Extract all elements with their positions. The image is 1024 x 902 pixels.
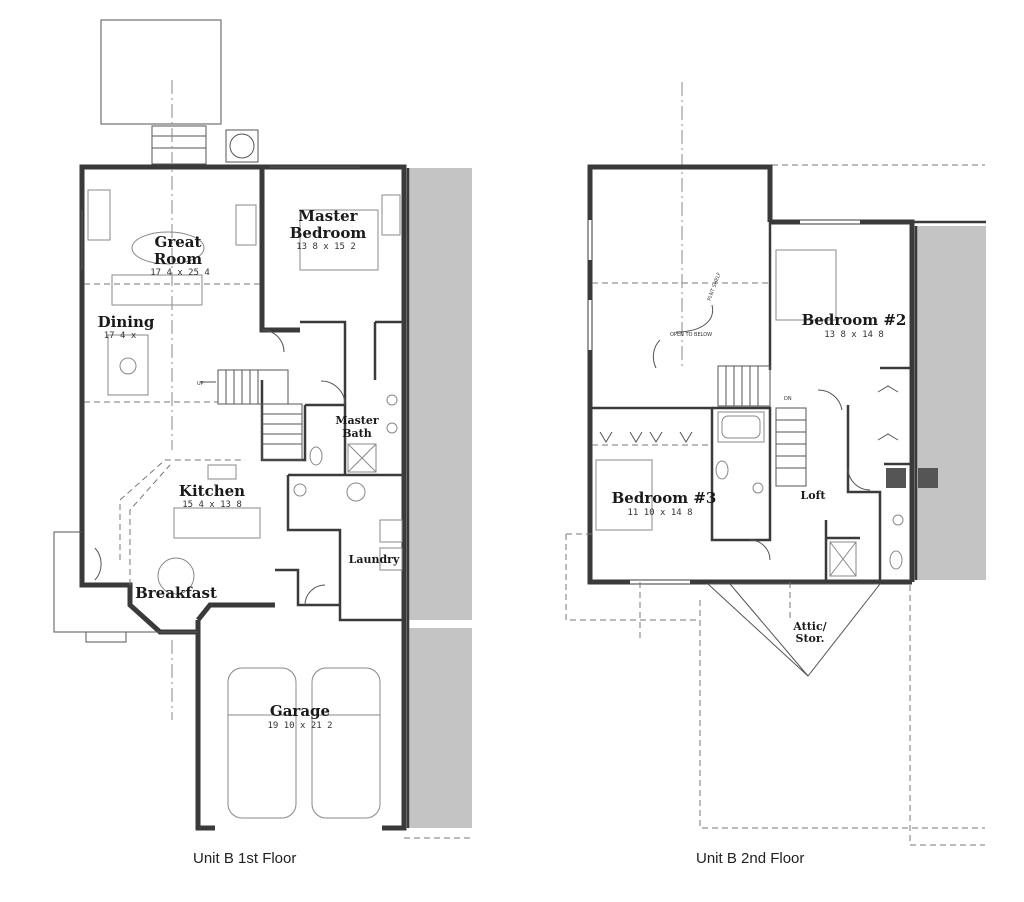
- garage-dims: 19 10 x 21 2: [267, 721, 332, 731]
- bedroom3-label: Bedroom #3: [612, 489, 717, 507]
- master-bedroom-label-line1: Master: [298, 207, 358, 225]
- master-bath-label-line1: Master: [335, 414, 379, 427]
- bedroom2-label: Bedroom #2: [802, 311, 907, 329]
- stair-2: [717, 365, 771, 407]
- bedroom2-dims: 13 8 x 14 8: [824, 330, 884, 340]
- open-below-note: OPEN TO BELOW: [670, 332, 712, 338]
- plant-shelf-note: PLNT SHELF: [707, 272, 723, 302]
- garage-label: Garage: [270, 702, 330, 720]
- second-floor-caption: Unit B 2nd Floor: [696, 850, 805, 867]
- great-room-label-line1: Great: [155, 233, 202, 251]
- deck-steps: [151, 125, 207, 165]
- master-bedroom-dims: 13 8 x 15 2: [296, 242, 356, 252]
- laundry-label: Laundry: [349, 553, 400, 566]
- tub: [717, 411, 765, 443]
- breakfast-table: [157, 557, 195, 595]
- car-left: [227, 667, 297, 819]
- bed: [299, 209, 379, 271]
- first-floor-plan: UP: [53, 19, 472, 839]
- kitchen-island: [173, 507, 261, 539]
- adjacent-unit-shading: [408, 168, 472, 620]
- great-room-dims: 17 4 x 25 4: [150, 268, 210, 278]
- bed-3: [595, 459, 653, 531]
- bed-2: [775, 249, 837, 321]
- toilet: [309, 446, 323, 466]
- kitchen-dims: 15 4 x 13 8: [182, 500, 242, 510]
- dining-dims: 17 4 x: [104, 331, 137, 341]
- attic-label-line1: Attic/: [792, 620, 827, 633]
- stair-dn-label: DN: [784, 396, 792, 402]
- attic-outline: [706, 583, 882, 677]
- patio-slab: [100, 19, 222, 125]
- kitchen-label: Kitchen: [179, 482, 245, 500]
- washer: [346, 482, 366, 502]
- breakfast-label: Breakfast: [135, 584, 217, 602]
- stair-up-label: UP: [197, 381, 204, 387]
- car-right: [311, 667, 381, 819]
- master-bath-label-line2: Bath: [342, 427, 372, 440]
- dining-label: Dining: [98, 313, 155, 331]
- shower: [347, 443, 377, 473]
- stair: [217, 369, 289, 405]
- adjacent-unit-shading-2: [916, 226, 986, 580]
- master-bedroom-label-line2: Bedroom: [290, 224, 367, 242]
- loft-label: Loft: [801, 489, 827, 502]
- ac-unit: [225, 129, 259, 163]
- dining-table: [107, 334, 149, 396]
- attic-label-line2: Stor.: [796, 632, 825, 645]
- great-room-label-line2: Room: [154, 250, 202, 268]
- sofa: [87, 189, 111, 241]
- second-floor-plan: OPEN TO BELOW PLNT SHELF DN: [565, 82, 986, 846]
- bedroom3-dims: 11 10 x 14 8: [627, 508, 692, 518]
- first-floor-caption: Unit B 1st Floor: [193, 850, 297, 867]
- shower-2: [829, 541, 857, 577]
